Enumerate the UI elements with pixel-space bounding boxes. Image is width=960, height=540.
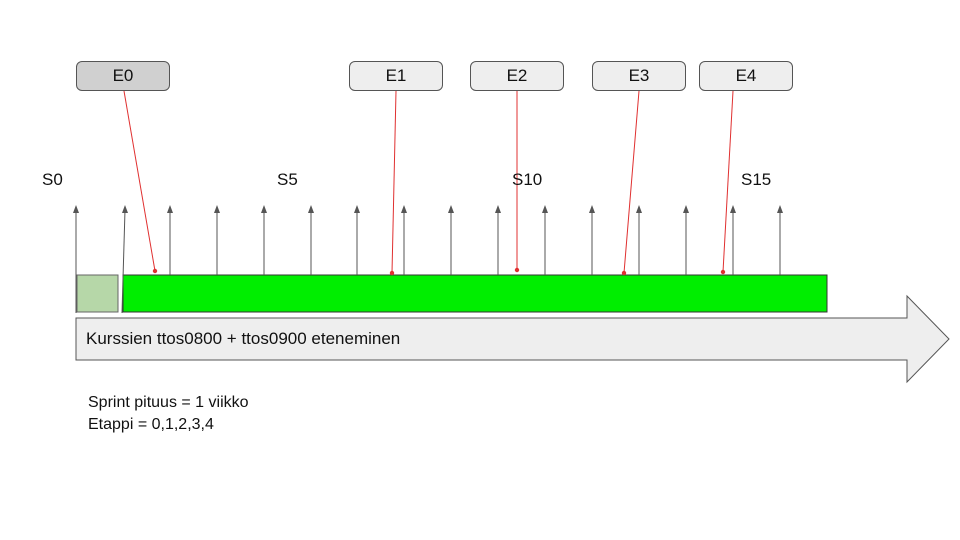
sprint-tick-head [122, 205, 128, 213]
sprint-tick-head [542, 205, 548, 213]
sprint-tick-head [308, 205, 314, 213]
etappi-box-e0: E0 [76, 61, 170, 91]
sprint-tick-head [730, 205, 736, 213]
completed-block [76, 274, 119, 313]
etappi-box-e1: E1 [349, 61, 443, 91]
etappi-connectors [123, 90, 734, 276]
sprint-tick-head [401, 205, 407, 213]
sprint-tick-head [589, 205, 595, 213]
sprint-label-s5: S5 [277, 170, 298, 189]
timeline-arrow [75, 294, 950, 384]
sprint-tick-head [636, 205, 642, 213]
sprint-tick [121, 209, 126, 314]
etappi-connector-e0 [123, 90, 156, 272]
etappi-box-e3: E3 [592, 61, 686, 91]
etappi-box-e4: E4 [699, 61, 793, 91]
sprint-length-note: Sprint pituus = 1 viikko [88, 394, 249, 411]
etappi-connector-dot-e2 [514, 267, 520, 273]
sprint-label-s15: S15 [741, 170, 772, 189]
sprint-tick-head [354, 205, 360, 213]
sprint-label-s10: S10 [512, 170, 543, 189]
sprint-tick-head [214, 205, 220, 213]
sprint-tick-head [167, 205, 173, 213]
etappi-connector-dot-e3 [621, 270, 627, 276]
timeline-arrow-label: Kurssien ttos0800 + ttos0900 eteneminen [86, 329, 401, 348]
sprint-tick-head [261, 205, 267, 213]
sprint-tick-head [73, 205, 79, 213]
sprint-tick-head [448, 205, 454, 213]
etappi-connector-e1 [391, 90, 397, 274]
etappi-connector-dot-e1 [389, 270, 395, 276]
etappi-box-e2: E2 [470, 61, 564, 91]
sprint-label-s0: S0 [42, 170, 63, 189]
sprint-tick-head [777, 205, 783, 213]
sprint-tick-head [683, 205, 689, 213]
etappi-connector-e4 [722, 90, 734, 273]
sprint-ticks [73, 205, 783, 314]
etappi-note: Etappi = 0,1,2,3,4 [88, 416, 214, 433]
progress-bar [122, 274, 828, 313]
etappi-connector-e3 [623, 90, 640, 274]
sprint-tick-head [495, 205, 501, 213]
etappi-connector-dot-e0 [152, 268, 158, 274]
etappi-connector-dot-e4 [720, 269, 726, 275]
